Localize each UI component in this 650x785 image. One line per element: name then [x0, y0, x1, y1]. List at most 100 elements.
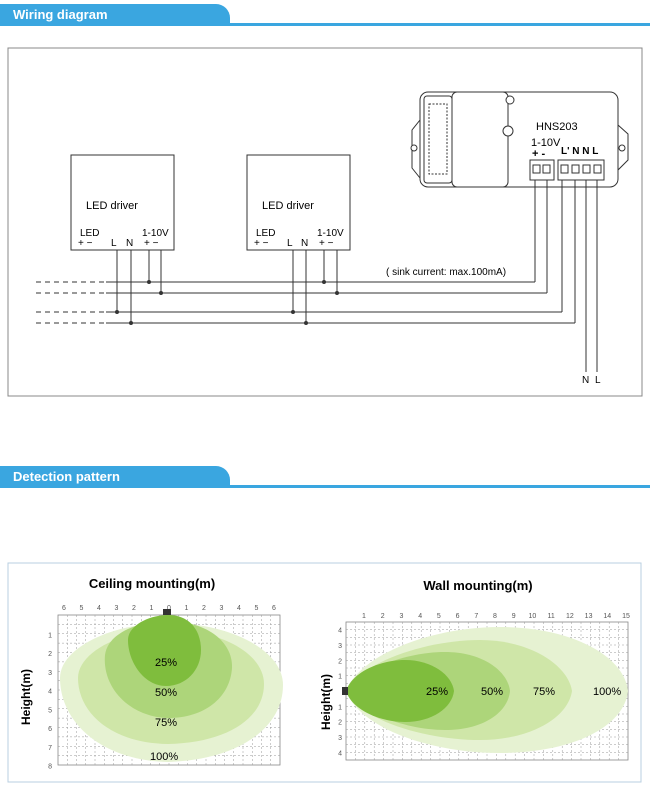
led-driver-2-box	[246, 154, 351, 251]
x-tick-label: 6	[62, 605, 66, 612]
y-tick-label: 4	[48, 689, 52, 696]
hns203-sensor	[410, 91, 629, 188]
led-driver-2-dim-polarity: + −	[319, 238, 334, 249]
x-tick-label: 2	[132, 605, 136, 612]
wiring-diagram: LED driver LED + − L N 1-10V + − LED dri…	[7, 47, 643, 397]
supply-n-label: N	[582, 375, 589, 386]
ceiling-level-75: 75%	[155, 717, 177, 729]
y-tick-label: 2	[338, 658, 342, 665]
ceiling-level-25: 25%	[155, 657, 177, 669]
x-tick-label: 1	[150, 605, 154, 612]
x-tick-label: 3	[220, 605, 224, 612]
ceiling-y-ticks: 1 2 3 4 5 6 7 8	[48, 632, 52, 770]
sensor-terminal-labels: L' N N L	[561, 146, 598, 157]
led-driver-1-dim-polarity: + −	[144, 238, 159, 249]
x-tick-label: 1	[185, 605, 189, 612]
led-driver-1-n-label: N	[126, 238, 133, 249]
x-tick-label: 5	[437, 613, 441, 620]
wall-zones	[346, 627, 628, 753]
wall-ylabel: Height(m)	[319, 674, 333, 730]
ceiling-zones	[60, 615, 283, 762]
wall-level-50: 50%	[481, 686, 503, 698]
wall-zone-25	[346, 660, 454, 722]
ceiling-zone-25	[128, 615, 201, 686]
wall-title: Wall mounting(m)	[423, 578, 532, 593]
header-rule	[0, 485, 650, 488]
x-tick-label: 2	[202, 605, 206, 612]
y-tick-label: 4	[338, 750, 342, 757]
y-tick-label: 8	[48, 764, 52, 771]
header-rule	[0, 23, 650, 26]
x-tick-label: 3	[115, 605, 119, 612]
y-tick-label: 6	[48, 726, 52, 733]
x-tick-label: 10	[529, 613, 537, 620]
y-tick-label: 2	[338, 720, 342, 727]
supply-l-label: L	[595, 375, 601, 386]
x-tick-label: 14	[603, 613, 611, 620]
sensor-dim-label: 1-10V	[531, 137, 561, 149]
ceiling-sensor-marker	[163, 609, 171, 615]
y-tick-label: 3	[48, 670, 52, 677]
sensor-dim-polarity: + -	[532, 148, 545, 160]
y-tick-label: 3	[338, 643, 342, 650]
y-tick-label: 1	[338, 674, 342, 681]
x-tick-label: 11	[548, 613, 555, 620]
y-tick-label: 1	[48, 632, 52, 639]
wall-level-75: 75%	[533, 686, 555, 698]
y-tick-label: 3	[338, 735, 342, 742]
led-driver-1-title: LED driver	[86, 200, 138, 212]
sensor-model-label: HNS203	[536, 121, 578, 133]
x-tick-label: 15	[622, 613, 630, 620]
wiring-dashed-continuation	[36, 281, 106, 324]
x-tick-label: 6	[456, 613, 460, 620]
x-tick-label: 8	[493, 613, 497, 620]
x-tick-label: 12	[566, 613, 574, 620]
x-tick-label: 0	[167, 605, 171, 612]
wall-level-25: 25%	[426, 686, 448, 698]
y-tick-label: 2	[48, 651, 52, 658]
led-driver-1-box	[70, 154, 175, 251]
detection-section-title: Detection pattern	[0, 466, 230, 488]
x-tick-label: 3	[399, 613, 403, 620]
led-driver-2-n-label: N	[301, 238, 308, 249]
detection-section-header: Detection pattern	[0, 466, 650, 488]
wall-y-ticks: 4 3 2 1 1 2 3 4	[338, 628, 342, 758]
ceiling-level-100: 100%	[150, 751, 178, 763]
x-tick-label: 4	[237, 605, 241, 612]
ceiling-x-ticks: 6 5 4 3 2 1 0 1 2 3 4 5 6	[62, 605, 276, 612]
wiring-section-header: Wiring diagram	[0, 4, 650, 26]
ceiling-level-50: 50%	[155, 687, 177, 699]
x-tick-label: 1	[362, 613, 366, 620]
x-tick-label: 5	[255, 605, 259, 612]
wiring-junction-dots	[115, 280, 339, 325]
y-tick-label: 5	[48, 707, 52, 714]
led-driver-2-led-polarity: + −	[254, 238, 269, 249]
led-driver-2-dim-label: 1-10V	[317, 228, 344, 239]
y-tick-label: 7	[48, 745, 52, 752]
sink-current-note: ( sink current: max.100mA)	[386, 267, 506, 278]
led-driver-1-led-polarity: + −	[78, 238, 93, 249]
wiring-section-title: Wiring diagram	[0, 4, 230, 26]
x-tick-label: 9	[512, 613, 516, 620]
led-driver-2-l-label: L	[287, 238, 293, 249]
led-driver-2-title: LED driver	[262, 200, 314, 212]
led-driver-1-l-label: L	[111, 238, 117, 249]
wiring-lines	[106, 180, 598, 372]
y-tick-label: 4	[338, 628, 342, 635]
x-tick-label: 13	[585, 613, 593, 620]
x-tick-label: 5	[80, 605, 84, 612]
led-driver-2-led-label: LED	[256, 228, 275, 239]
x-tick-label: 4	[418, 613, 422, 620]
y-tick-label: 1	[338, 704, 342, 711]
wall-sensor-marker	[342, 687, 348, 695]
led-driver-1-led-label: LED	[80, 228, 99, 239]
x-tick-label: 2	[381, 613, 385, 620]
x-tick-label: 7	[474, 613, 478, 620]
x-tick-label: 4	[97, 605, 101, 612]
x-tick-label: 6	[272, 605, 276, 612]
wall-level-100: 100%	[593, 686, 621, 698]
ceiling-title: Ceiling mounting(m)	[89, 576, 215, 591]
led-driver-1-dim-label: 1-10V	[142, 228, 169, 239]
